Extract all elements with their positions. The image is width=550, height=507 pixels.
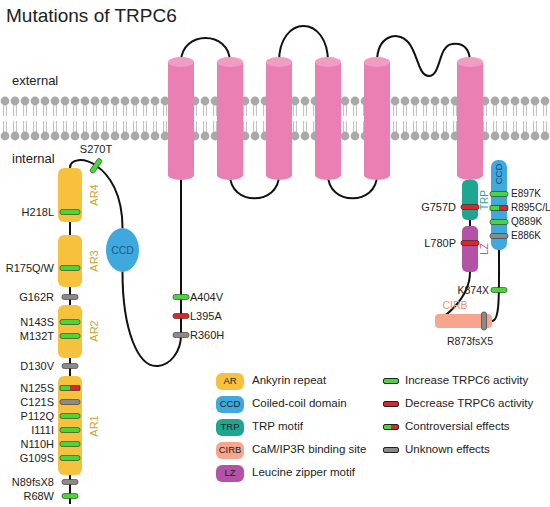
domain-label: AR1 bbox=[89, 415, 100, 436]
domain-label: CCD bbox=[111, 245, 134, 256]
mutation-label: N125S bbox=[20, 383, 54, 394]
mutation-label: L780P bbox=[424, 238, 456, 249]
backbone-segment bbox=[69, 222, 71, 235]
legend-domain-swatch: AR bbox=[216, 373, 244, 390]
domain-label: AR4 bbox=[89, 184, 100, 205]
side-label: external bbox=[12, 74, 58, 87]
domain-label: TRP bbox=[480, 190, 490, 210]
mutation-label: G757D bbox=[421, 202, 456, 213]
mutation-label: A404V bbox=[190, 292, 223, 303]
mutation-label: E886K bbox=[511, 231, 541, 241]
mutation-label: D130V bbox=[20, 361, 54, 372]
mutation-label: I111I bbox=[31, 425, 54, 436]
backbone-segment bbox=[492, 250, 499, 321]
mutation-label: G109S bbox=[20, 453, 54, 464]
legend-domain-swatch: LZ bbox=[216, 465, 244, 482]
mutation-label: N143S bbox=[20, 317, 54, 328]
transmembrane-helix bbox=[168, 57, 483, 180]
mutation-label: Q889K bbox=[511, 217, 542, 227]
mutation-label: C121S bbox=[20, 397, 54, 408]
coiled-coil-domain: CCD bbox=[106, 228, 139, 272]
legend-effect-swatch bbox=[383, 424, 399, 430]
mutation-mark bbox=[60, 158, 508, 499]
mutation-label: L395A bbox=[190, 311, 222, 322]
legend-text: TRP motif bbox=[252, 421, 303, 433]
mutation-label: N89fsX8 bbox=[12, 477, 54, 488]
trp-motif: TRP bbox=[462, 180, 478, 220]
ankyrin-repeat: AR3 bbox=[58, 235, 82, 287]
legend-effect-swatch bbox=[383, 401, 399, 407]
mutation-label: P112Q bbox=[21, 411, 54, 422]
legend-text: Unknown effects bbox=[405, 444, 490, 456]
legend-effect-swatch bbox=[383, 447, 399, 453]
side-label: internal bbox=[12, 152, 55, 165]
figure-title: Mutations of TRPC6 bbox=[6, 6, 177, 25]
ellipse-shape bbox=[106, 228, 139, 272]
domain-label: AR3 bbox=[89, 250, 100, 271]
domain-label: CCD bbox=[494, 164, 504, 185]
mutation-label: R360H bbox=[190, 330, 224, 341]
legend-domain-swatch: CIRB bbox=[216, 442, 244, 459]
mutation-label: R175Q/W bbox=[6, 263, 54, 274]
domain-label: CIRB bbox=[442, 300, 467, 311]
mutation-label: M132T bbox=[20, 331, 54, 342]
legend-text: Coiled-coil domain bbox=[252, 398, 347, 410]
legend-effect-swatch bbox=[383, 378, 399, 384]
leucine-zipper: LZ bbox=[462, 226, 478, 272]
ankyrin-repeat: AR2 bbox=[58, 305, 82, 358]
domain-label: AR2 bbox=[89, 320, 100, 341]
legend-swatch-text: CCD bbox=[220, 399, 241, 409]
mutation-label: R895C/L bbox=[511, 203, 550, 213]
protein-backbone bbox=[70, 26, 470, 504]
mutation-label: R873fsX5 bbox=[447, 336, 493, 347]
legend-swatch-text: TRP bbox=[221, 422, 240, 432]
mutation-label: S270T bbox=[80, 144, 112, 155]
legend-swatch-text: CIRB bbox=[219, 445, 242, 455]
legend-text: Leucine zipper motif bbox=[252, 467, 355, 479]
legend-text: Controversial effects bbox=[405, 421, 510, 433]
legend-text: CaM/IP3R binding site bbox=[252, 444, 366, 456]
legend-text: Increase TRPC6 activity bbox=[405, 375, 528, 387]
legend-domain-swatch: CCD bbox=[216, 396, 244, 413]
mutation-label: R68W bbox=[23, 491, 54, 502]
legend-domain-swatch: TRP bbox=[216, 419, 244, 436]
mutation-label: K874X bbox=[457, 285, 489, 296]
domain-label: LZ bbox=[480, 243, 490, 255]
mutation-label: G162R bbox=[19, 292, 54, 303]
mutation-label: H218L bbox=[22, 207, 54, 218]
legend-swatch-text: AR bbox=[223, 376, 236, 386]
legend-swatch-text: LZ bbox=[224, 468, 235, 478]
legend-text: Ankyrin repeat bbox=[252, 375, 326, 387]
mutation-label: E897K bbox=[511, 189, 541, 199]
legend-text: Decrease TRPC6 activity bbox=[405, 398, 533, 410]
mutation-label: N110H bbox=[21, 439, 54, 450]
